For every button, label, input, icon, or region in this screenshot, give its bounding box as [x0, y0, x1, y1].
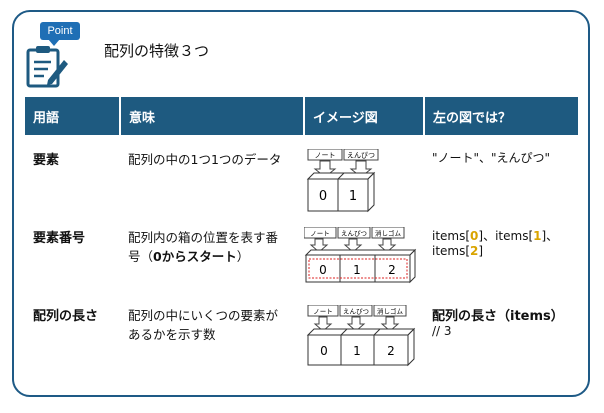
- meaning-text: ）: [236, 249, 250, 264]
- highlighted-index: 1: [533, 229, 542, 243]
- figure-label: えんぴつ: [341, 230, 367, 238]
- page-title: 配列の特徴３つ: [104, 42, 210, 60]
- table-header-row: 用語 意味 イメージ図 左の図では？: [25, 97, 578, 135]
- box-index: 0: [319, 189, 327, 204]
- highlighted-index: 0: [470, 229, 479, 243]
- table-row: 要素 配列の中の1つ1つのデータ ノート えんぴつ 0 1: [25, 135, 578, 223]
- meaning-text: 配列の中にいくつの要素が: [128, 308, 279, 323]
- column-header: イメージ図: [304, 97, 425, 135]
- example-cell: 配列の長さ（items） // 3: [424, 301, 578, 379]
- term-cell: 要素: [33, 153, 60, 168]
- example-cell: items[0]、items[1]、 items[2]: [424, 223, 578, 301]
- example-text: items[: [432, 229, 471, 243]
- figure-label: ノート: [315, 152, 336, 160]
- figure-label: ノート: [310, 230, 330, 238]
- box-index: 0: [320, 344, 328, 358]
- figure-label: ノート: [313, 308, 333, 316]
- meaning-cell: 配列内の箱の位置を表す番 号（0からスタート）: [120, 223, 304, 301]
- length-expression: 配列の長さ（items）: [432, 309, 564, 324]
- index-diagram: ノート えんぴつ 消しゴム 0 1 2: [303, 226, 417, 284]
- figure-label: 消しゴム: [377, 307, 404, 316]
- box-index: 2: [387, 344, 395, 358]
- example-text: items[: [432, 244, 471, 258]
- array-features-table: 用語 意味 イメージ図 左の図では？ 要素 配列の中の1つ1つのデータ ノート …: [25, 97, 578, 379]
- table-row: 配列の長さ 配列の中にいくつの要素が あるかを示す数 ノート えんぴつ 消しゴム: [25, 301, 578, 379]
- example-text: ]: [478, 244, 484, 258]
- box-index: 1: [349, 189, 357, 204]
- length-comment: // 3: [432, 324, 452, 338]
- figure-cell: ノート えんぴつ 消しゴム 0 1: [304, 301, 424, 379]
- point-badge: Point: [40, 22, 80, 46]
- point-card: [12, 10, 590, 397]
- figure-cell: ノート えんぴつ 消しゴム 0 1 2: [303, 223, 424, 301]
- meaning-cell: 配列の中にいくつの要素が あるかを示す数: [120, 301, 304, 379]
- meaning-text: 配列内の箱の位置を表す番: [128, 230, 279, 245]
- column-header: 左の図では？: [424, 97, 578, 135]
- column-header: 意味: [120, 97, 305, 135]
- example-cell: "ノート"、"えんぴつ": [432, 151, 551, 165]
- table-row: 要素番号 配列内の箱の位置を表す番 号（0からスタート） ノート えんぴつ 消し…: [25, 223, 578, 301]
- term-cell: 配列の長さ: [33, 309, 99, 324]
- figure-label: えんぴつ: [347, 152, 375, 160]
- figure-label: えんぴつ: [343, 308, 369, 316]
- meaning-cell: 配列の中の1つ1つのデータ: [128, 152, 282, 167]
- box-index: 1: [353, 263, 361, 277]
- example-text: ]、: [541, 229, 559, 243]
- length-diagram: ノート えんぴつ 消しゴム 0 1: [306, 304, 416, 367]
- example-text: ]、items[: [478, 229, 534, 243]
- figure-cell: ノート えんぴつ 0 1: [304, 135, 424, 223]
- box-index: 0: [319, 263, 327, 277]
- highlighted-index: 2: [470, 244, 479, 258]
- column-header: 用語: [25, 97, 121, 135]
- term-cell: 要素番号: [33, 231, 86, 246]
- figure-label: 消しゴム: [375, 229, 402, 238]
- meaning-text: 号（: [128, 249, 154, 264]
- meaning-bold: 0からスタート: [153, 249, 237, 264]
- box-index: 1: [353, 344, 361, 358]
- clipboard-pencil-icon: [26, 46, 68, 88]
- box-index: 2: [388, 263, 396, 277]
- element-diagram: ノート えんぴつ 0 1: [306, 148, 379, 213]
- meaning-text: あるかを示す数: [128, 327, 216, 342]
